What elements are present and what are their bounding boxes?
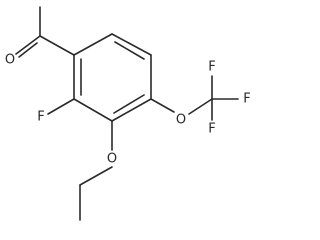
atom-fluorine: F (37, 110, 44, 125)
bond-ether-o-cf3 (188, 98, 213, 115)
atom-ring-ether-o: O (176, 113, 186, 128)
structure-canvas: O F O O F F F (5, 6, 251, 221)
atom-cf3-f-bottom: F (208, 122, 215, 137)
bond-ring-inner-top (114, 41, 145, 60)
bond-ring-c1-c2 (73, 33, 113, 56)
atom-labels: O F O O F F F (5, 53, 251, 167)
bond-ethoxy-o-ch2 (79, 166, 113, 186)
bond-ring-inner-bottom-right (113, 94, 145, 114)
atom-ethoxy-o: O (107, 152, 117, 167)
atom-cf3-f-top: F (208, 60, 215, 75)
bonds (15, 6, 239, 221)
atom-cf3-f-right: F (243, 92, 250, 107)
bond-ring-c5-c6 (73, 98, 113, 122)
bond-carbonyl-o-outer (15, 35, 41, 55)
bond-carbonyl-ring (39, 35, 75, 56)
molecule-structure: O F O O F F F (5, 6, 251, 221)
bond-carbonyl-o-inner (18, 42, 38, 58)
bond-ring-c4-c5 (111, 98, 152, 122)
bond-ring-fluorine (47, 98, 75, 115)
atom-carbonyl-o: O (5, 53, 15, 68)
bond-ring-ether-o (150, 98, 175, 113)
bond-ring-c2-c3 (111, 33, 152, 56)
